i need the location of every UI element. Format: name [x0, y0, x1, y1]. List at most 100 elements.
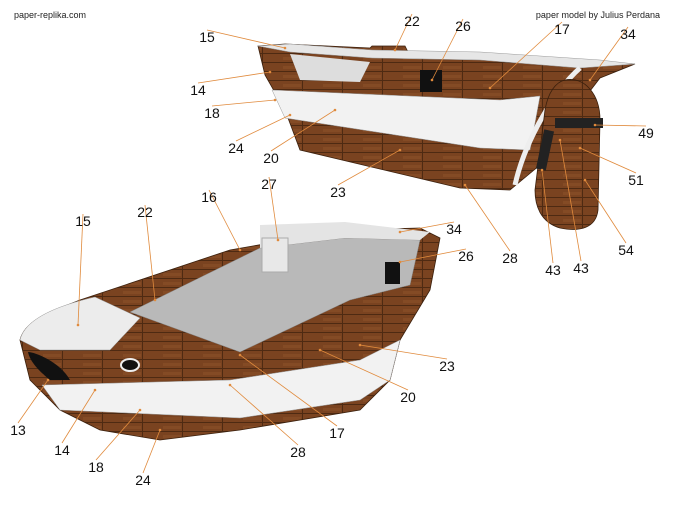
leader-dot [93, 388, 97, 392]
part-callout: 13 [10, 422, 26, 438]
part-callout: 23 [330, 184, 346, 200]
leader-line [208, 189, 241, 251]
leader-line [197, 71, 271, 84]
author-credit: paper model by Julius Perdana [535, 10, 660, 20]
leader-dot [398, 230, 402, 234]
part-callout: 43 [545, 262, 561, 278]
part-callout: 18 [204, 105, 220, 121]
leader-line [399, 221, 455, 233]
part-callout: 23 [439, 358, 455, 374]
leader-line [394, 13, 413, 51]
part-callout: 18 [88, 459, 104, 475]
bottom-window [385, 262, 400, 284]
leader-line [584, 179, 627, 244]
leader-line [268, 176, 279, 241]
leader-line [579, 147, 637, 174]
leader-dot [398, 260, 402, 264]
leader-dot [358, 343, 362, 347]
leader-line [77, 213, 84, 326]
leader-line [142, 429, 161, 474]
part-callout: 15 [75, 213, 91, 229]
part-callout: 26 [455, 18, 471, 34]
leader-dot [273, 98, 277, 102]
rudder-hinge [555, 118, 603, 128]
leader-line [399, 248, 467, 263]
leader-dot [588, 78, 592, 82]
leader-line [359, 344, 448, 360]
leader-dot [46, 378, 50, 382]
leader-dot [488, 86, 492, 90]
leader-line [489, 21, 563, 89]
leader-dot [430, 78, 434, 82]
part-callout: 27 [261, 176, 277, 192]
leader-line [61, 389, 96, 444]
leader-dot [583, 178, 587, 182]
leader-dot [158, 428, 162, 432]
part-callout: 14 [190, 82, 206, 98]
leader-dot [268, 70, 272, 74]
leader-line [431, 18, 464, 81]
leader-dot [463, 183, 467, 187]
leader-dot [276, 238, 280, 242]
leader-line [235, 114, 291, 142]
leader-line [594, 124, 647, 127]
part-callout: 16 [201, 189, 217, 205]
leader-line [541, 169, 554, 264]
leader-dot [238, 248, 242, 252]
part-callout: 49 [638, 125, 654, 141]
part-callout: 43 [573, 260, 589, 276]
leader-line [464, 184, 511, 252]
part-callout: 51 [628, 172, 644, 188]
part-callout: 17 [329, 425, 345, 441]
leader-line [589, 26, 629, 81]
part-callout: 24 [228, 140, 244, 156]
leader-dot [76, 323, 80, 327]
part-callout: 34 [446, 221, 462, 237]
leader-dot [393, 48, 397, 52]
leader-dot [558, 138, 562, 142]
part-callout: 54 [618, 242, 634, 258]
leader-line [17, 379, 49, 424]
part-callout: 24 [135, 472, 151, 488]
leader-dot [333, 108, 337, 112]
part-callout: 15 [199, 29, 215, 45]
site-credit: paper-replika.com [14, 10, 87, 20]
part-callout: 26 [458, 248, 474, 264]
leader-dot [540, 168, 544, 172]
leader-line [206, 29, 286, 49]
leader-line [337, 149, 401, 186]
leader-dot [228, 383, 232, 387]
leader-line [319, 349, 409, 391]
leader-line [270, 109, 336, 152]
leader-dot [593, 123, 597, 127]
leader-dot [238, 353, 242, 357]
leader-dot [398, 148, 402, 152]
top-window [420, 70, 442, 92]
part-callout: 22 [137, 204, 153, 220]
leader-dot [153, 298, 157, 302]
leader-dot [138, 408, 142, 412]
top-model-rudder [534, 79, 603, 230]
part-callout: 22 [404, 13, 420, 29]
part-callout: 14 [54, 442, 70, 458]
leader-line [95, 409, 141, 461]
part-callout: 17 [554, 21, 570, 37]
bottom-model-ship [19, 222, 441, 441]
part-callout: 20 [400, 389, 416, 405]
part-callout: 28 [290, 444, 306, 460]
leader-dot [578, 146, 582, 150]
leader-dot [318, 348, 322, 352]
part-callout: 34 [620, 26, 636, 42]
leader-line [559, 139, 582, 262]
part-callout: 28 [502, 250, 518, 266]
part-callout: 20 [263, 150, 279, 166]
porthole [120, 358, 140, 372]
deck-box [261, 237, 289, 273]
leader-line [144, 204, 156, 301]
leader-dot [283, 46, 287, 50]
leader-line [229, 384, 299, 446]
leader-line [239, 354, 338, 427]
leader-line [211, 99, 276, 107]
